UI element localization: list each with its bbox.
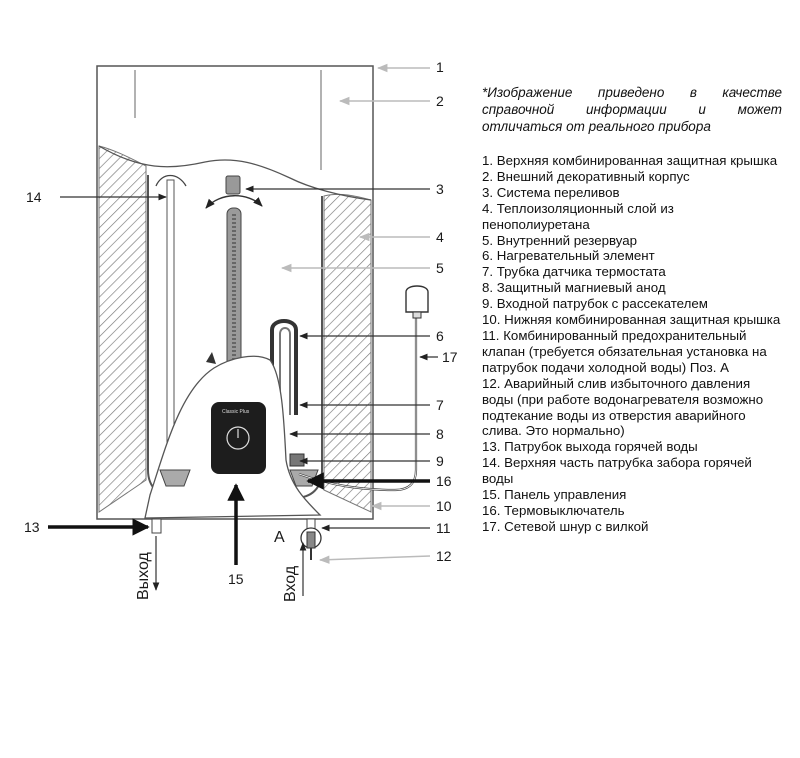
callout-15: 15 [228,571,244,587]
callout-9: 9 [436,453,444,469]
callout-12: 12 [436,548,452,564]
callout-8: 8 [436,426,444,442]
legend-item: 12. Аварийный слив избыточного давления … [482,375,764,439]
callout-7: 7 [436,397,444,413]
legend-item: 4. Теплоизоляционный слой из пенополиуре… [482,200,674,232]
callout-11: 11 [436,520,451,536]
parts-legend: 1. Верхняя комбинированная защитная крыш… [482,153,782,535]
legend-item: 15. Панель управления [482,487,627,503]
callout-6: 6 [436,328,444,344]
inlet-label: Вход [282,565,299,602]
legend-item: 10. Нижняя комбинированная защитная крыш… [482,312,781,328]
callout-4: 4 [436,229,444,245]
legend-item: 3. Система переливов [482,184,620,200]
cutaway-edge [98,145,372,201]
callout-16: 16 [436,473,452,489]
legend-item: 2. Внешний декоративный корпус [482,168,690,184]
callout-5: 5 [436,260,444,276]
small-up-arrow [206,352,216,364]
legend-item: 5. Внутренний резервуар [482,232,638,248]
disclaimer-note: *Изображение приведено в качестве справо… [482,85,782,134]
position-a-label: А [274,529,285,546]
legend-item: 14. Верхняя часть патрубка забора горяче… [482,455,752,487]
overflow-system [205,175,263,209]
hot-water-outlet-pipe [151,518,162,534]
callout-2: 2 [436,93,444,109]
legend-item: 7. Трубка датчика термостата [482,264,666,280]
safety-valve [300,518,322,560]
legend-item: 9. Входной патрубок с рассекателем [482,296,708,312]
legend-item: 16. Термовыключатель [482,502,625,518]
callout-13: 13 [24,519,40,535]
control-panel: Classic Plus [211,402,266,474]
insulation-layer [98,145,372,513]
leader-12 [318,555,431,564]
legend-item: 8. Защитный магниевый анод [482,280,666,296]
legend-item: 1. Верхняя комбинированная защитная крыш… [482,153,778,168]
callout-3: 3 [436,181,444,197]
legend-item: 6. Нагревательный элемент [482,248,655,264]
svg-text:Classic Plus: Classic Plus [222,409,250,415]
legend-item: 13. Патрубок выхода горячей воды [482,439,698,455]
outlet-label: Выход [135,551,152,600]
legend-item: 11. Комбинированный предохранительный кл… [482,327,767,375]
heating-element [270,319,298,468]
power-plug [405,285,429,313]
callout-17: 17 [442,349,458,365]
outlet-fitting [159,469,191,487]
thermal-switch [289,453,305,467]
callout-1: 1 [436,59,444,75]
legend-item: 17. Сетевой шнур с вилкой [482,518,649,534]
callout-14: 14 [26,189,42,205]
callout-10: 10 [436,498,452,514]
